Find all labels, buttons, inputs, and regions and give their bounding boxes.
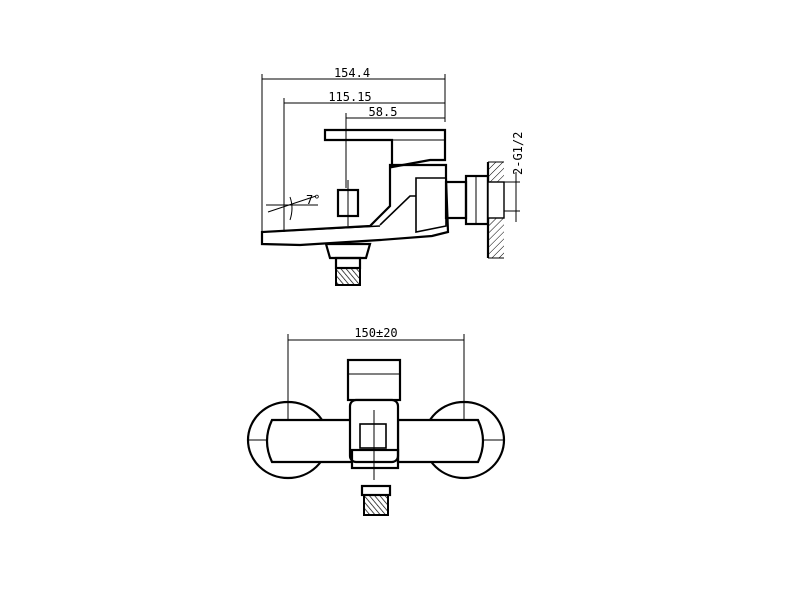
dim-thread: 2-G1/2: [504, 132, 525, 222]
wall-nut: [464, 174, 490, 226]
dim-spacing: 150±20: [287, 326, 465, 440]
front-view: 150±20: [246, 326, 506, 516]
left-arm: [265, 418, 354, 464]
spout-body: [260, 163, 450, 247]
outlet-nut: [334, 256, 362, 270]
handle-lever: [323, 128, 447, 169]
right-arm: [396, 418, 485, 464]
dim-overall-length: 154.4: [261, 66, 446, 232]
cartridge-front: [359, 423, 387, 449]
outlet-neck: [324, 242, 372, 260]
handle-top: [346, 358, 402, 402]
side-view: 154.4 115.15 58.5 7°: [260, 66, 525, 286]
dim-to-center: 115.15: [283, 90, 445, 232]
wall-connector: [444, 180, 468, 220]
wall-pipe: [487, 181, 505, 219]
front-outlet-nut: [360, 484, 392, 497]
dim-text-to-center: 115.15: [328, 90, 371, 104]
dim-text-overall-length: 154.4: [334, 66, 370, 80]
front-outlet-thread: [363, 494, 389, 516]
outlet-thread: [335, 267, 361, 286]
dim-text-spacing: 150±20: [354, 326, 397, 340]
dim-tilt-angle: 7°: [266, 193, 320, 221]
dim-text-tilt-angle: 7°: [306, 193, 320, 207]
dim-handle-offset: 58.5: [345, 105, 445, 188]
dim-text-thread: 2-G1/2: [511, 132, 525, 175]
dim-text-handle-offset: 58.5: [369, 105, 398, 119]
body-inner: [415, 177, 447, 233]
diverter: [350, 448, 400, 470]
body-curve: [379, 195, 416, 226]
